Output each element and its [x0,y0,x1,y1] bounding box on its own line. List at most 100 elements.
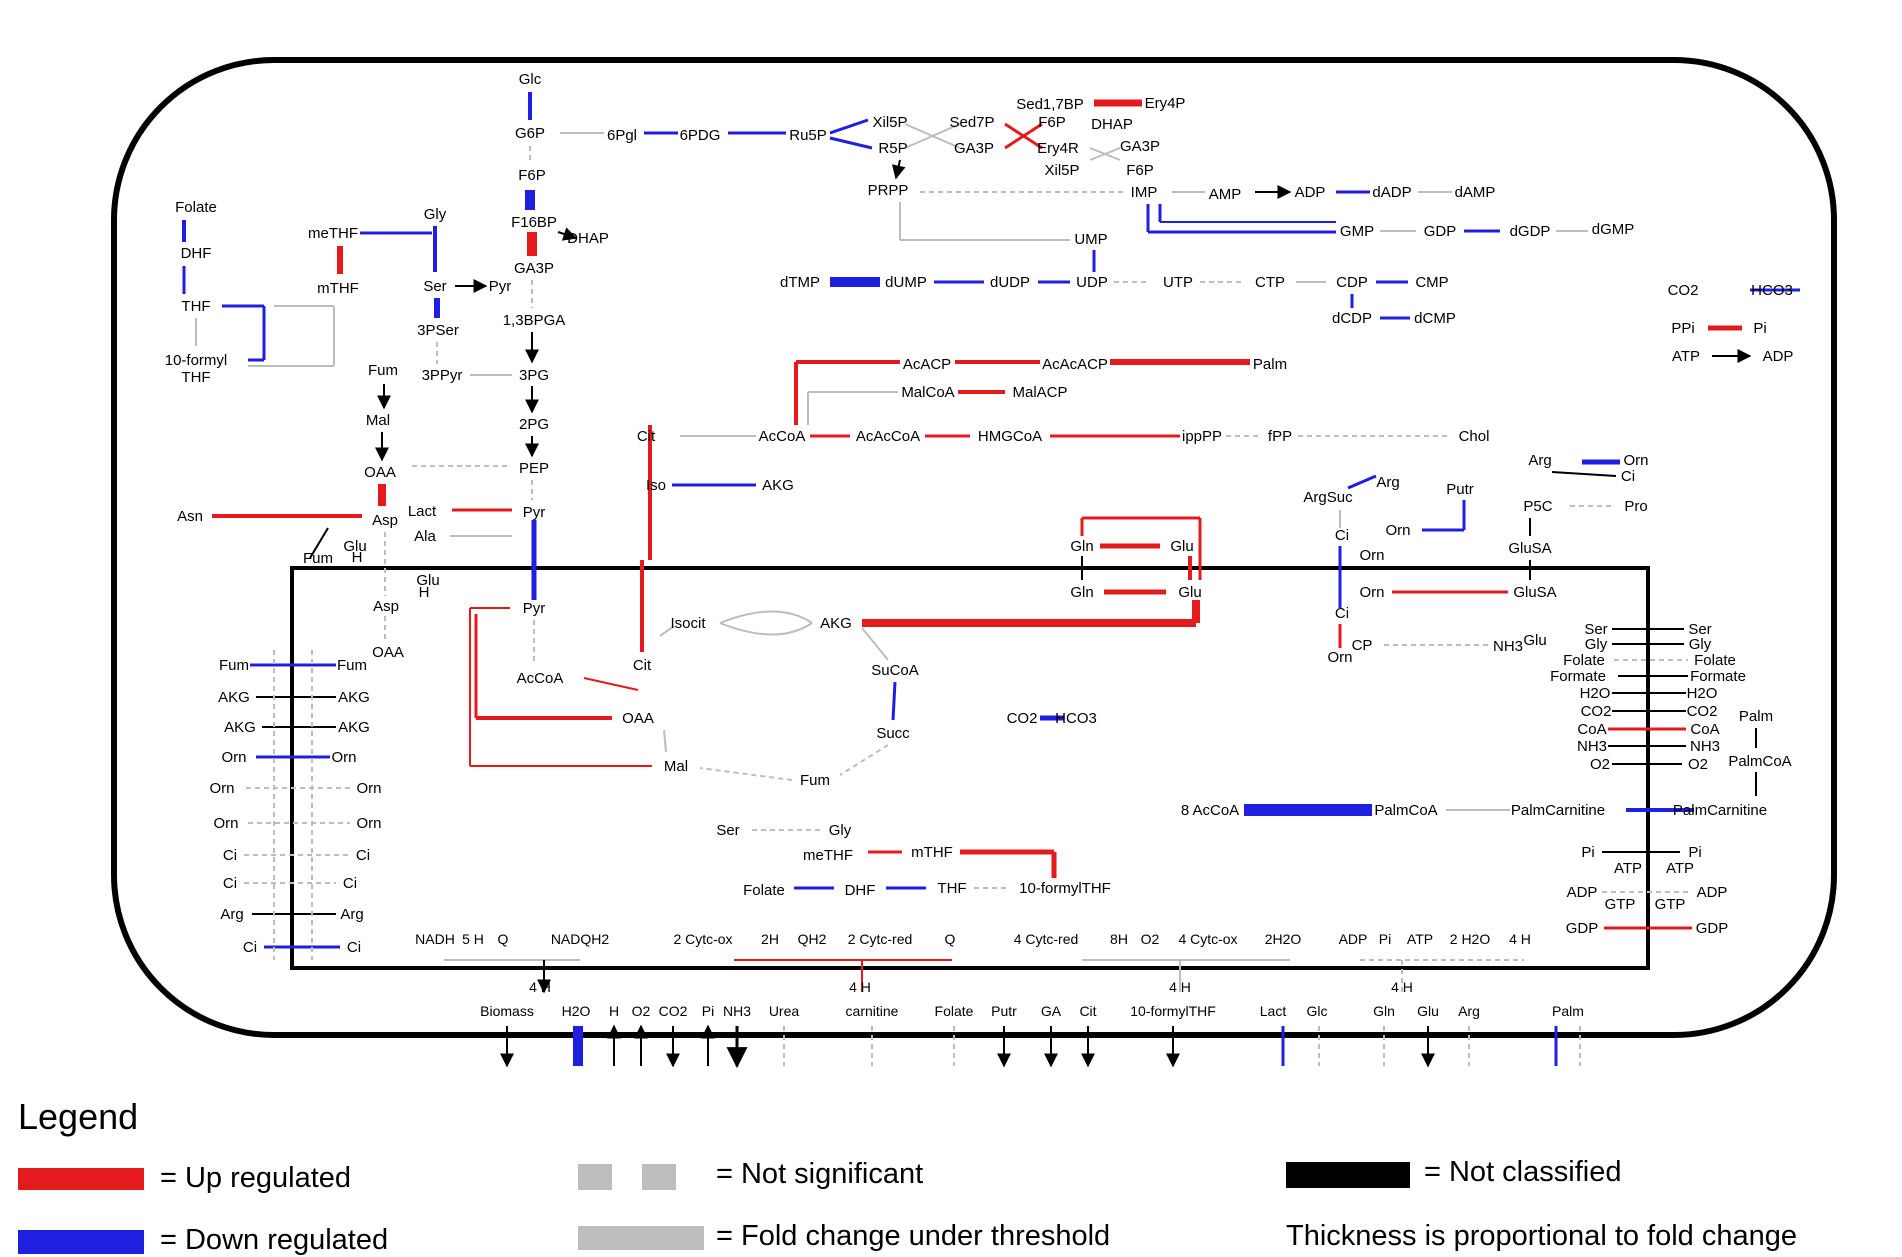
metabolite-label: Pi [1688,844,1701,861]
metabolite-label: CTP [1255,274,1285,291]
metabolite-label: GA3P [1120,138,1160,155]
metabolite-label: PalmCoA [1728,753,1791,770]
metabolite-label: Orn [356,780,381,797]
exchange-label: Pi [702,1003,714,1019]
metabolite-label: mTHF [317,280,359,297]
metabolite-label: UTP [1163,274,1193,291]
metabolite-label: Chol [1459,428,1490,445]
metabolite-label: H [419,584,430,601]
metabolite-label: HCO3 [1055,710,1097,727]
etc-label: 4 H [1509,931,1531,947]
metabolite-label: Formate [1690,668,1746,685]
exchange-label: 10-formylTHF [1130,1003,1216,1019]
exchange-label: CO2 [659,1003,688,1019]
metabolite-label: ATP [1666,860,1694,877]
metabolite-label: DHF [845,882,876,899]
etc-label: ADP [1339,931,1368,947]
metabolite-label: Ci [347,939,361,956]
metabolite-label: Ci [1335,527,1349,544]
metabolite-label: Arg [340,906,363,923]
metabolite-label: F6P [518,167,546,184]
metabolite-label: 1,3BPGA [503,312,566,329]
metabolite-label: AKG [820,615,852,632]
metabolite-label: THF [181,369,210,386]
metabolite-label: PalmCoA [1374,802,1437,819]
metabolite-label: DHAP [567,230,609,247]
metabolite-label: AKG [218,689,250,706]
metabolite-label: H2O [1580,685,1611,702]
metabolite-label: OAA [372,644,404,661]
metabolite-label: ADP [1763,348,1794,365]
metabolite-label: Pyr [523,600,546,617]
exchange-label: Arg [1458,1003,1480,1019]
metabolite-label: CO2 [1687,703,1718,720]
metabolite-label: DHF [181,245,212,262]
metabolite-label: Pyr [489,278,512,295]
metabolite-label: Xil5P [1044,162,1079,179]
metabolite-label: Gly [1689,636,1712,653]
metabolite-label: AKG [762,477,794,494]
etc-proton-labels: 4 H 4 H 4 H 4 H [529,979,1413,995]
metabolite-label: Arg [1528,452,1551,469]
metabolite-label: Glu [1523,632,1546,649]
metabolite-label: Gly [829,822,852,839]
exchange-label: Cit [1079,1003,1096,1019]
exchange-label: Gln [1373,1003,1395,1019]
metabolite-label: ADP [1567,884,1598,901]
metabolite-label: CMP [1415,274,1448,291]
metabolite-label: GluSA [1508,540,1551,557]
metabolite-label: ATP [1614,860,1642,877]
metabolite-label: CDP [1336,274,1368,291]
metabolite-label: Orn [1385,522,1410,539]
metabolite-label: Orn [356,815,381,832]
metabolite-label: UDP [1076,274,1108,291]
exchange-arrows [500,1024,1581,1069]
metabolite-label: Orn [1359,547,1384,564]
exchange-label: Glc [1307,1003,1328,1019]
metabolite-label: Ser [716,822,739,839]
metabolite-label: fPP [1268,428,1292,445]
metabolite-label: Pro [1624,498,1647,515]
exchange-label: Glu [1417,1003,1439,1019]
etc-h-label: 4 H [849,979,871,995]
metabolite-label: AcAcACP [1042,356,1108,373]
metabolite-label: 6Pgl [607,127,637,144]
metabolite-label: AcACP [903,356,951,373]
metabolite-label: HMGCoA [978,428,1042,445]
metabolite-label: Lact [408,503,437,520]
metabolite-label: F16BP [511,214,557,231]
metabolite-label: Ci [223,847,237,864]
metabolite-label: Folate [175,199,217,216]
metabolite-label: NH3 [1493,638,1523,655]
metabolite-label: dAMP [1455,184,1496,201]
metabolite-label: Fum [368,362,398,379]
exchange-label: Putr [991,1003,1017,1019]
metabolite-label: GluSA [1513,584,1556,601]
metabolite-label: CO2 [1668,282,1699,299]
metabolite-label: Gly [424,206,447,223]
metabolite-label: Ci [1335,605,1349,622]
metabolite-label: Palm [1739,708,1773,725]
metabolite-label: Gln [1070,584,1093,601]
metabolite-label: Folate [1694,652,1736,669]
metabolite-label: Fum [800,772,830,789]
metabolite-label: CP [1352,637,1373,654]
metabolite-label: 8 AcCoA [1181,802,1239,819]
metabolite-label: 10-formylTHF [1019,880,1111,897]
etc-label: 2H [761,931,779,947]
metabolite-label: Ser [1584,621,1607,638]
metabolite-label: OAA [364,464,396,481]
metabolite-label: Glc [519,71,542,88]
etc-label: 2H2O [1265,931,1302,947]
metabolite-label: ATP [1672,348,1700,365]
metabolite-label: dUDP [990,274,1030,291]
metabolite-label: O2 [1688,756,1708,773]
metabolite-label: THF [181,298,210,315]
metabolite-label: Folate [1563,652,1605,669]
etc-label: Q [945,931,956,947]
metabolite-label: Ala [414,528,436,545]
metabolite-label: Xil5P [872,114,907,131]
